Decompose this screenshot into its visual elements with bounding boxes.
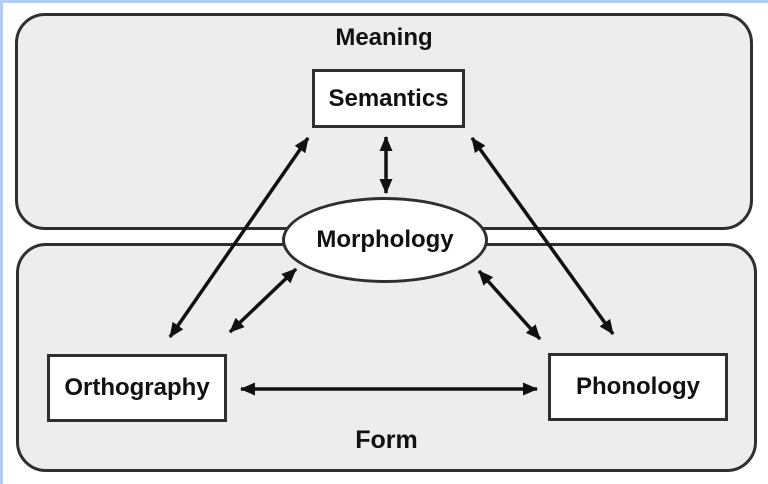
semantics-node-label: Semantics: [328, 84, 449, 112]
morphology-node-label: Morphology: [316, 226, 454, 253]
phonology-node-label: Phonology: [576, 373, 700, 400]
form-region-label: Form: [355, 426, 418, 454]
semantics-node: Semantics: [312, 69, 465, 128]
orthography-node-label: Orthography: [64, 374, 210, 401]
frame-line-left: [0, 0, 3, 484]
phonology-node: Phonology: [548, 353, 728, 421]
meaning-region-label: Meaning: [335, 24, 433, 51]
frame-line-top: [0, 0, 768, 3]
orthography-node: Orthography: [47, 354, 227, 422]
morphology-node: Morphology: [282, 197, 488, 283]
